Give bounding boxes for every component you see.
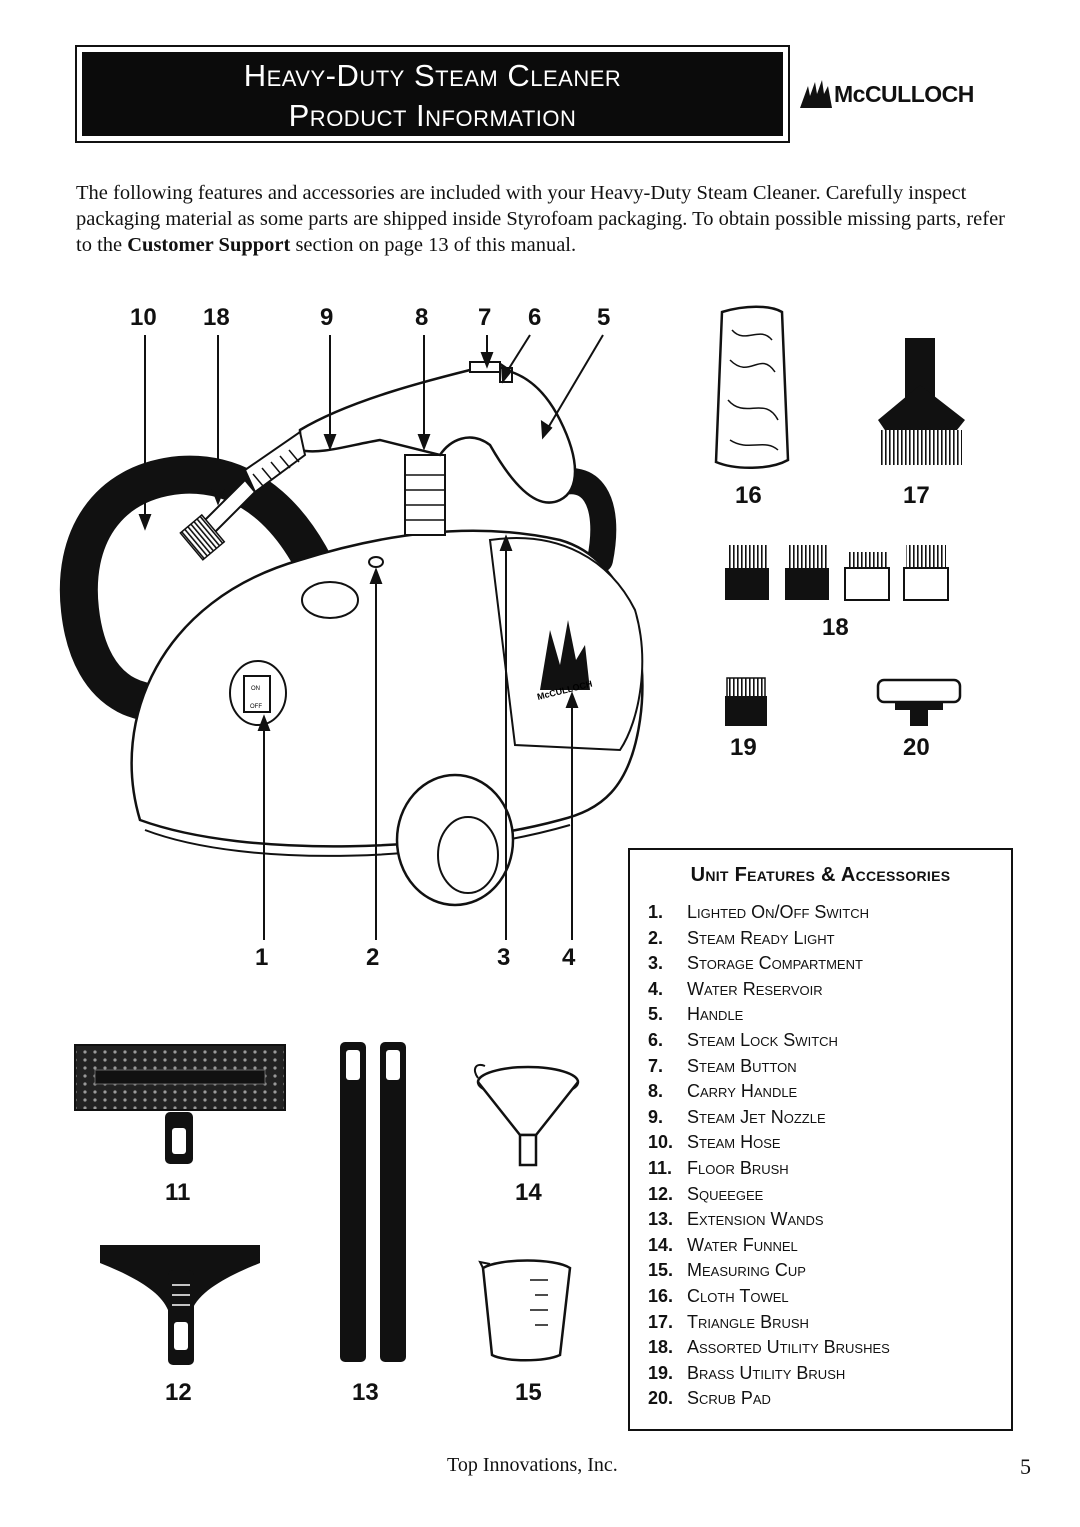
callout-19: 19 [730,734,757,761]
floor-brush [74,1044,286,1164]
list-item: 3.Storage Compartment [648,953,863,974]
nozzle-brush [179,513,226,561]
customer-support-reference: Customer Support [127,234,291,256]
list-item: 12.Squeegee [648,1183,764,1204]
callout-2: 2 [366,944,379,971]
list-item: 15.Measuring Cup [648,1260,806,1281]
list-item: 8.Carry Handle [648,1081,798,1102]
callout-5: 5 [597,304,610,331]
callout-8: 8 [415,304,428,331]
list-item: 17.Triangle Brush [648,1311,809,1332]
switch-off-label: OFF [250,704,262,710]
features-legend: Unit Features & Accessories 1.Lighted On… [628,848,1013,1431]
intro-text-end: section on page 13 of this manual. [290,234,577,256]
stem-ribs [405,474,445,521]
callout-leaders-top [138,334,604,531]
callout-1: 1 [255,944,268,971]
callout-6: 6 [528,304,541,331]
list-item: 18.Assorted Utility Brushes [648,1337,890,1358]
steam-cleaner-unit: ON OFF McCULLOCH [59,361,644,907]
list-item: 13.Extension Wands [648,1209,824,1230]
list-item: 5.Handle [648,1004,744,1025]
hose-port [301,581,359,619]
hose-collar [243,430,307,494]
list-item: 2.Steam Ready Light [648,927,835,948]
base-line [144,824,571,857]
footer-company: Top Innovations, Inc. [447,1454,618,1476]
collar-ribs [252,449,300,487]
water-funnel [473,1064,580,1167]
extension-wands [340,1042,406,1362]
unit-brand-mark-icon [540,620,590,690]
callout-3: 3 [497,944,510,971]
scrub-pad [876,678,962,726]
intro-text-start: The following features and accessories a… [76,182,1005,256]
list-item: 16.Cloth Towel [648,1285,789,1306]
title-frame: Heavy-Duty Steam Cleaner Product Informa… [75,45,790,143]
steam-hose [59,455,349,722]
intro-paragraph: The following features and accessories a… [76,180,1006,258]
callout-11: 11 [165,1179,190,1206]
callout-leaders-bottom [257,534,579,940]
legend-list: 1.Lighted On/Off Switch 2.Steam Ready Li… [648,902,890,1414]
callout-4: 4 [562,944,576,971]
measuring-cup [478,1259,572,1362]
callout-15: 15 [515,1379,542,1406]
assorted-utility-brushes [725,545,949,601]
title-line-1: Heavy-Duty Steam Cleaner [243,58,622,93]
callout-9: 9 [320,304,333,331]
callout-7: 7 [478,304,491,331]
list-item: 11.Floor Brush [648,1157,789,1178]
callout-17: 17 [903,482,930,509]
callout-13: 13 [352,1379,379,1406]
callout-12: 12 [165,1379,192,1406]
mcculloch-mark-icon [800,80,832,108]
mcculloch-logo: McCULLOCH [800,80,1015,112]
cloth-towel [714,305,790,470]
list-item: 14.Water Funnel [648,1234,798,1255]
title-line-2: Product Information [288,98,577,133]
page-title: Heavy-Duty Steam Cleaner Product Informa… [82,52,783,136]
list-item: 1.Lighted On/Off Switch [648,902,870,922]
logo-wordmark: McCULLOCH [834,81,974,107]
list-item: 9.Steam Jet Nozzle [648,1106,826,1127]
callout-14: 14 [515,1179,542,1206]
squeegee [100,1245,260,1365]
switch-on-label: ON [251,686,260,692]
callout-10: 10 [130,304,157,331]
list-item: 7.Steam Button [648,1055,797,1076]
brass-utility-brush [725,677,767,726]
steam-gun-handle [298,366,577,504]
carry-handle-stem [404,454,446,536]
list-item: 10.Steam Hose [648,1132,781,1153]
on-off-switch [243,675,271,713]
callout-16: 16 [735,482,762,509]
list-item: 4.Water Reservoir [648,978,823,999]
triangle-brush [878,338,965,465]
list-item: 6.Steam Lock Switch [648,1029,838,1050]
callout-20: 20 [903,734,930,761]
wheel-hub [437,816,499,894]
list-item: 19.Brass Utility Brush [648,1362,846,1383]
callout-18-hose: 18 [203,304,230,331]
callout-18-brushes: 18 [822,614,849,641]
page-number: 5 [1020,1454,1031,1479]
list-item: 20.Scrub Pad [648,1388,771,1409]
legend-title: Unit Features & Accessories [690,864,951,886]
steam-ready-light [368,556,384,568]
